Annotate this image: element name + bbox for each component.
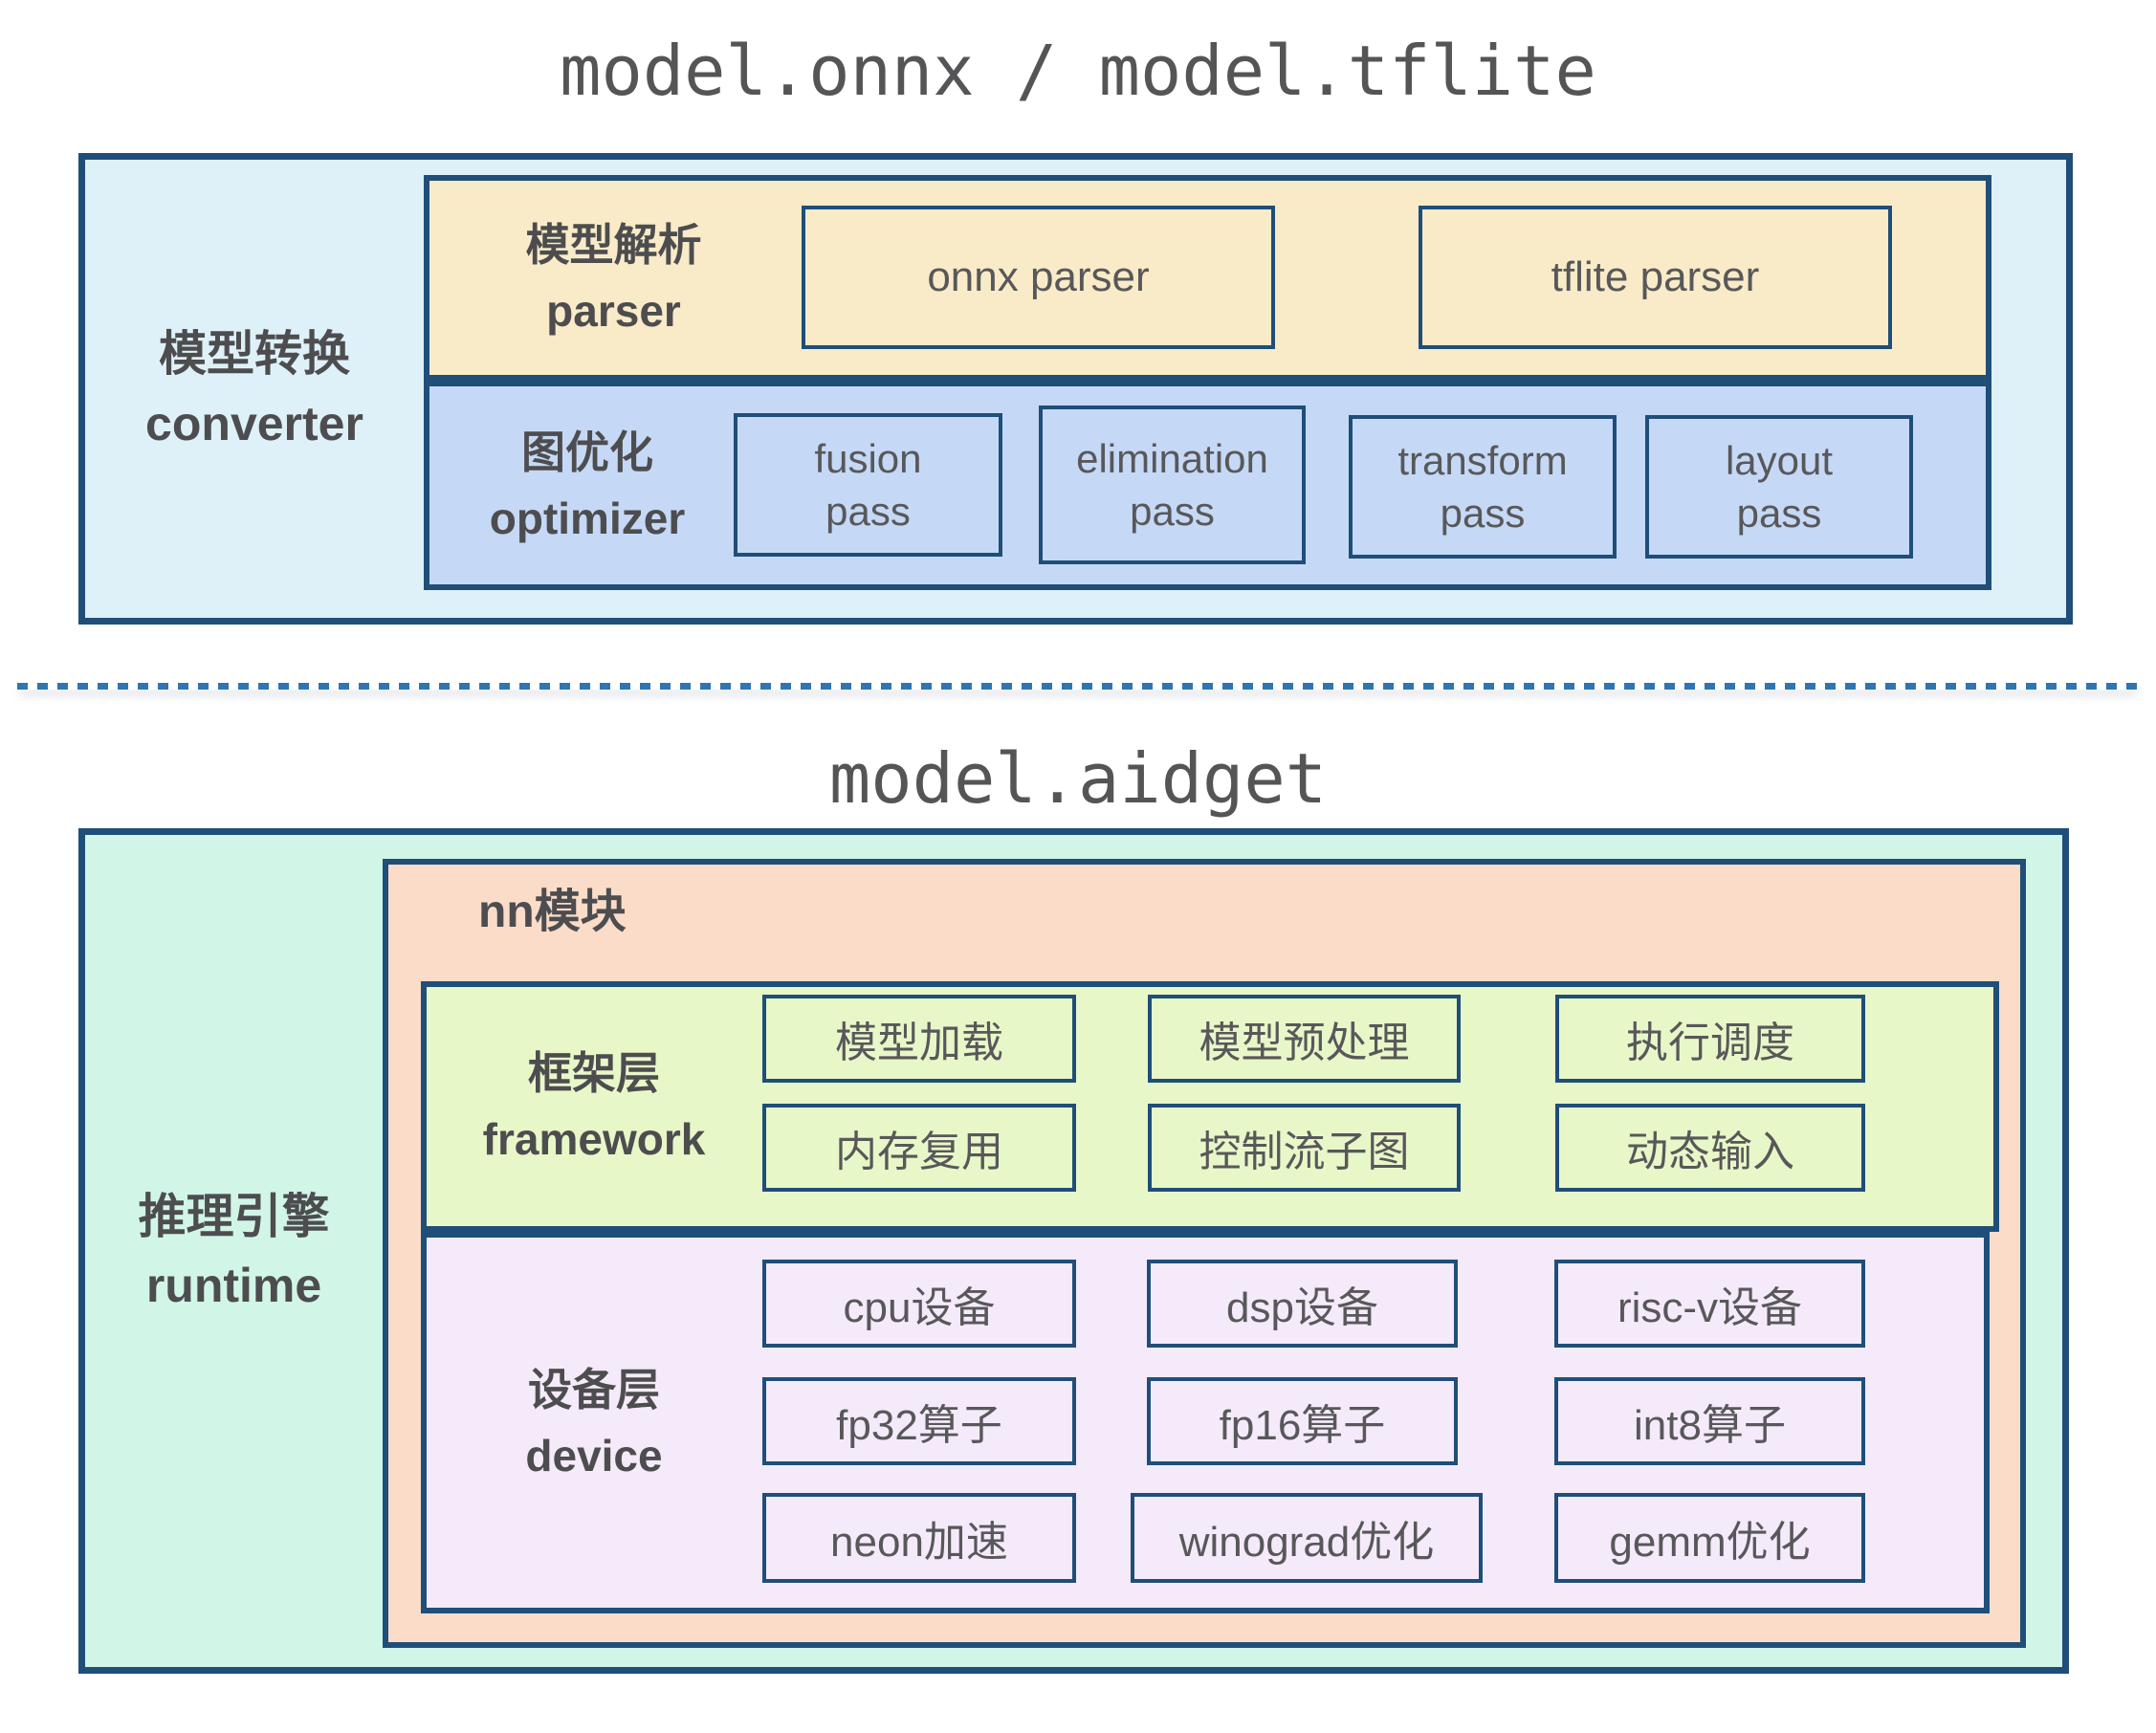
device-label-en: device [525,1430,663,1481]
parser-item-tflite: tflite parser [1419,206,1892,349]
device-item-dsp: dsp设备 [1147,1260,1458,1348]
optimizer-label: 图优化 optimizer [429,386,745,584]
framework-label-zh: 框架层 [528,1048,660,1098]
parser-label: 模型解析 parser [429,181,798,375]
optimizer-item-layout-pass: layout pass [1645,415,1913,559]
converter-label: 模型转换 converter [85,160,424,618]
optimizer-item-fusion-pass: fusion pass [734,413,1002,557]
device-item-fp32-ops: fp32算子 [762,1377,1076,1465]
framework-item-dynamic-input: 动态输入 [1555,1104,1865,1192]
parser-item-onnx: onnx parser [802,206,1275,349]
framework-item-exec-schedule: 执行调度 [1555,995,1865,1083]
dashed-divider [17,683,2139,690]
converter-label-en: converter [145,396,363,450]
device-item-int8-ops: int8算子 [1554,1377,1865,1465]
device-item-neon-accel: neon加速 [762,1493,1076,1583]
model-aidget-title: model.aidget [828,738,1328,819]
framework-item-model-preprocess: 模型预处理 [1148,995,1461,1083]
optimizer-label-zh: 图优化 [521,427,653,477]
framework-item-control-flow-subgraph: 控制流子图 [1148,1104,1461,1192]
framework-label-en: framework [482,1114,706,1164]
parser-label-zh: 模型解析 [525,219,702,270]
framework-band: 框架层 framework 模型加载 模型预处理 执行调度 内存复用 控制流子图… [421,981,1999,1232]
parser-label-en: parser [546,285,681,336]
device-band: 设备层 device cpu设备 dsp设备 risc-v设备 fp32算子 f… [421,1232,1990,1613]
framework-item-memory-reuse: 内存复用 [762,1104,1076,1192]
runtime-label: 推理引擎 runtime [85,835,383,1667]
device-item-fp16-ops: fp16算子 [1147,1377,1458,1465]
nn-module-box: nn模块 框架层 framework 模型加载 模型预处理 执行调度 内存复用 … [383,859,2026,1648]
model-files-title: model.onnx / model.tflite [560,31,1596,111]
device-item-cpu: cpu设备 [762,1260,1076,1348]
runtime-label-en: runtime [145,1259,322,1312]
runtime-box: 推理引擎 runtime nn模块 框架层 framework 模型加载 模型预… [78,828,2069,1674]
device-label: 设备层 device [427,1238,761,1608]
runtime-label-zh: 推理引擎 [138,1189,330,1243]
optimizer-item-elimination-pass: elimination pass [1039,406,1306,564]
parser-band: 模型解析 parser onnx parser tflite parser [424,175,1991,381]
converter-label-zh: 模型转换 [159,327,350,381]
device-item-riscv: risc-v设备 [1554,1260,1865,1348]
framework-label: 框架层 framework [427,987,761,1226]
optimizer-item-transform-pass: transform pass [1349,415,1617,559]
device-item-winograd-opt: winograd优化 [1131,1493,1483,1583]
optimizer-label-en: optimizer [489,493,686,543]
optimizer-band: 图优化 optimizer fusion pass elimination pa… [424,381,1991,590]
device-label-zh: 设备层 [528,1364,660,1415]
device-item-gemm-opt: gemm优化 [1554,1493,1865,1583]
nn-module-label: nn模块 [478,887,627,937]
converter-box: 模型转换 converter 模型解析 parser onnx parser t… [78,153,2073,625]
framework-item-model-load: 模型加载 [762,995,1076,1083]
